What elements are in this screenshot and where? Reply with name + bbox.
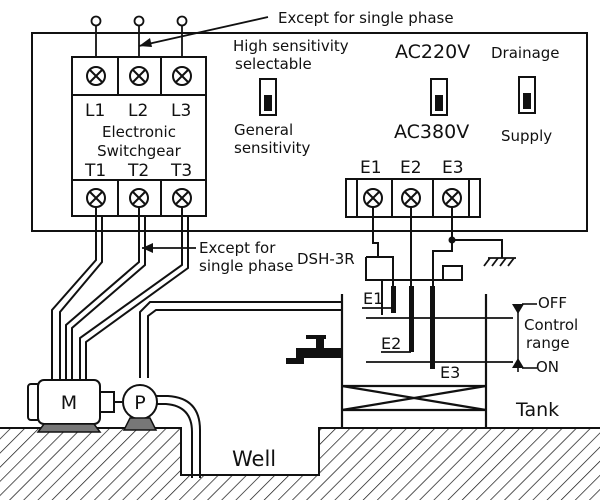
e3-label: E3 — [442, 158, 464, 178]
motor-label: M — [61, 392, 77, 414]
single-phase-arrow-mid — [142, 243, 196, 253]
range-label: range — [526, 334, 570, 352]
ground-junction — [448, 236, 456, 244]
control-label: Control — [524, 316, 578, 334]
l2-label: L2 — [128, 101, 148, 121]
single-phase-label: single phase — [199, 257, 293, 275]
control-range-lines — [366, 303, 537, 372]
probe-e1 — [391, 286, 396, 313]
supply-terminals — [90, 15, 188, 61]
faucet-icon — [286, 335, 342, 364]
drainage-supply-switch[interactable] — [518, 76, 536, 114]
probe-e3 — [430, 286, 435, 369]
l1-label: L1 — [85, 101, 105, 121]
probe-e3-label: E3 — [440, 363, 460, 382]
probe-leader-lines — [362, 307, 411, 353]
e1-label: E1 — [360, 158, 382, 178]
probe-e2 — [409, 286, 414, 352]
switchgear-input-terminals — [71, 56, 207, 180]
supply-label: Supply — [501, 127, 552, 145]
probe-holder — [365, 257, 463, 315]
t2-label: T2 — [127, 161, 149, 181]
single-phase-arrow-top — [138, 16, 269, 47]
pump-label: P — [134, 392, 145, 414]
ground — [0, 427, 600, 500]
probe-e1-label: E1 — [363, 289, 383, 308]
motor-wires — [51, 207, 189, 382]
ground-symbol — [483, 257, 516, 267]
sensitivity-label: sensitivity — [234, 139, 311, 157]
ac380v-label: AC380V — [394, 121, 469, 143]
tank-label: Tank — [515, 399, 559, 421]
model-label: DSH-3R — [297, 250, 355, 268]
pump-pipes — [139, 301, 342, 478]
selectable-label: selectable — [235, 55, 312, 73]
voltage-switch[interactable] — [430, 78, 448, 116]
motor-icon — [27, 379, 122, 433]
tank — [340, 294, 488, 428]
well-label: Well — [232, 447, 276, 471]
except-for-label: Except for — [199, 239, 276, 257]
l3-label: L3 — [171, 101, 191, 121]
electronic-label: Electronic — [102, 123, 176, 141]
ac220v-label: AC220V — [395, 41, 470, 63]
pump-icon — [122, 384, 158, 431]
except-single-phase-top-label: Except for single phase — [278, 9, 454, 27]
high-sensitivity-label: High sensitivity — [233, 37, 349, 55]
sensitivity-switch[interactable] — [259, 78, 277, 116]
probe-e2-label: E2 — [381, 334, 401, 353]
t1-label: T1 — [84, 161, 106, 181]
general-label: General — [234, 121, 293, 139]
t3-label: T3 — [170, 161, 192, 181]
off-label: OFF — [538, 294, 567, 312]
electrode-terminals — [345, 178, 481, 218]
e2-label: E2 — [400, 158, 422, 178]
switchgear-label: Switchgear — [97, 142, 182, 160]
on-label: ON — [536, 358, 559, 376]
drainage-label: Drainage — [491, 44, 560, 62]
